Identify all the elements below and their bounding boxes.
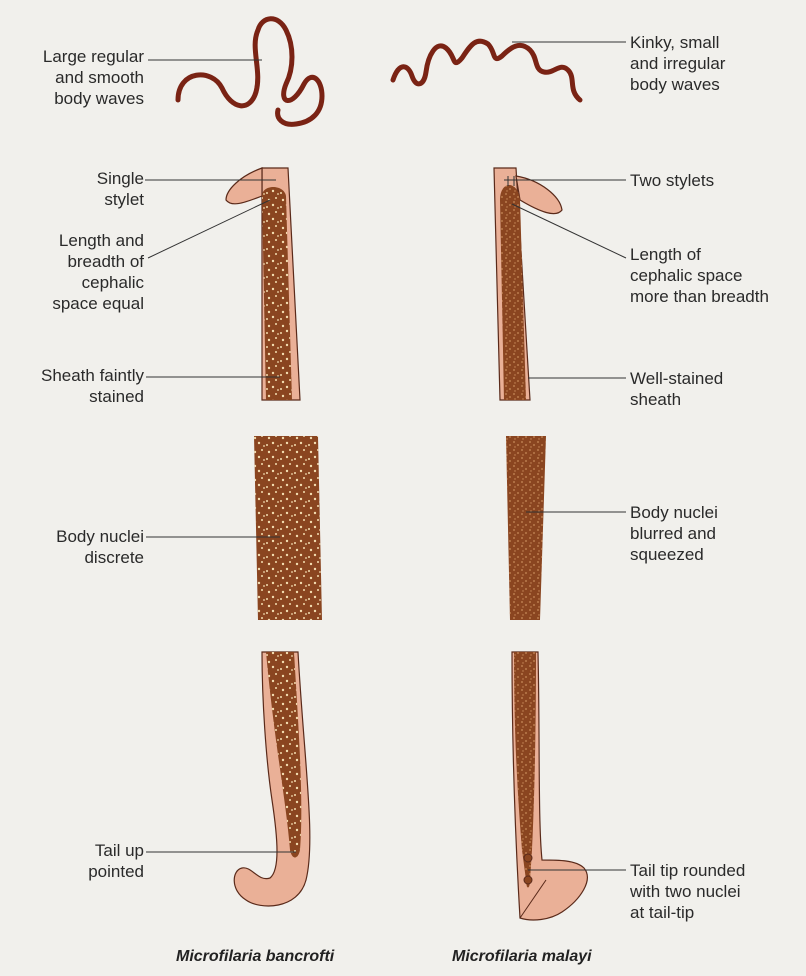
bancrofti-mid-segment bbox=[254, 436, 322, 620]
malayi-head-segment bbox=[494, 168, 562, 400]
label-two-stylets: Two stylets bbox=[630, 170, 714, 191]
caption-malayi: Microfilaria malayi bbox=[452, 948, 592, 966]
bancrofti-body-waves bbox=[178, 19, 322, 124]
malayi-body-waves bbox=[393, 41, 580, 100]
caption-bancrofti: Microfilaria bancrofti bbox=[176, 948, 334, 966]
bancrofti-body-waves-tail bbox=[278, 110, 296, 124]
malayi-tail-segment bbox=[512, 652, 587, 920]
leader-cephalic-left bbox=[148, 200, 270, 258]
malayi-mid-segment bbox=[506, 436, 546, 620]
leader-cephalic-right bbox=[512, 204, 626, 258]
bancrofti-tail-segment bbox=[234, 652, 310, 906]
